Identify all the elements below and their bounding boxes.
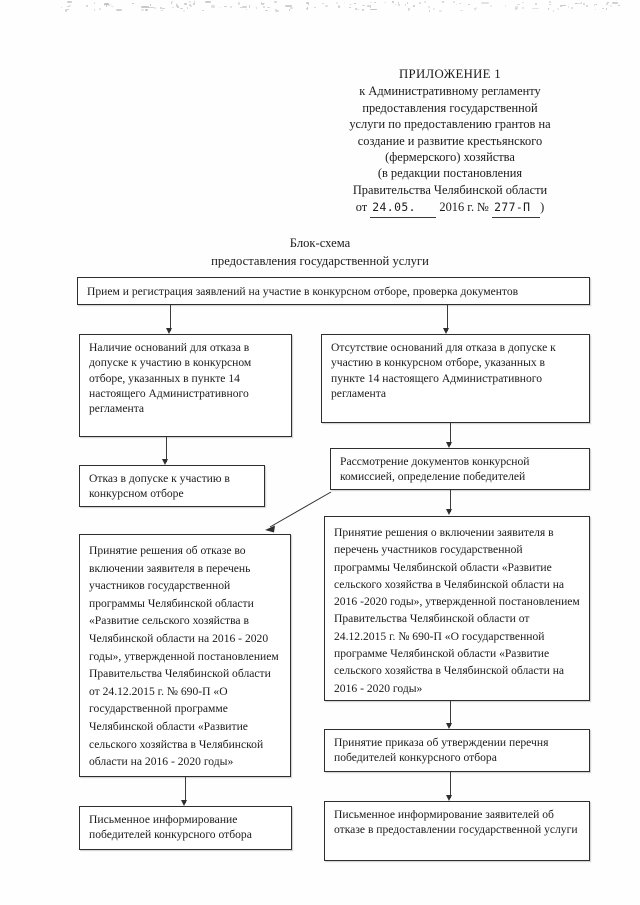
connector-decision-include-to-order <box>450 701 451 726</box>
arrowhead-commission-review <box>446 442 453 448</box>
connector-intake-to-grounds-absent <box>447 305 448 331</box>
arrowhead-order-approval <box>446 723 453 729</box>
decree-dateline: от 24.05. 2016 г. № 277-П) <box>300 199 600 218</box>
node-inform-refusal: Письменное информирование заявителей об … <box>324 801 590 861</box>
connector-intake-to-grounds-present <box>170 305 171 331</box>
appendix-header-line-4: создание и развитие крестьянского <box>357 133 543 148</box>
appendix-header-line-1: к Административному регламенту <box>359 84 541 99</box>
caption-line-1: Блок-схема <box>289 236 351 250</box>
appendix-header-line-2: предоставления государственной <box>362 100 538 115</box>
connector-decision-refuse-to-inform-winners <box>185 777 186 803</box>
dateline-year: 2016 г. № <box>439 200 489 215</box>
node-grounds-present: Наличие оснований для отказа в допуске к… <box>79 334 292 437</box>
node-refusal-admission: Отказ в допуске к участию в конкурсном о… <box>79 465 265 507</box>
caption-line-2: предоставления государственной услуги <box>211 254 429 268</box>
arrowhead-grounds-present <box>166 328 173 334</box>
scan-speckle-band <box>0 0 640 16</box>
scheme-caption: Блок-схема предоставления государственно… <box>120 234 520 270</box>
arrowhead-inform-refusal <box>446 795 453 801</box>
appendix-header: ПРИЛОЖЕНИЕ 1 к Административному регламе… <box>300 66 600 218</box>
node-commission-review: Рассмотрение документов конкурсной комис… <box>330 448 590 490</box>
arrowhead-refusal-admission <box>162 459 169 465</box>
appendix-title: ПРИЛОЖЕНИЕ 1 <box>399 67 501 81</box>
appendix-header-line-3: услуги по предоставлению грантов на <box>349 117 551 132</box>
arrowhead-decision-include <box>446 509 453 515</box>
decree-date-stamp: 24.05. <box>370 199 437 218</box>
connector-order-to-inform-refusal <box>450 772 451 798</box>
node-inform-winners: Письменное информирование победителей ко… <box>79 806 292 850</box>
node-grounds-absent: Отсутствие оснований для отказа в допуск… <box>321 334 590 423</box>
node-decision-include: Принятие решения о включении заявителя в… <box>324 516 590 701</box>
arrowhead-inform-winners <box>181 800 188 806</box>
connector-grounds-present-to-refusal <box>166 437 167 462</box>
dateline-suffix: ) <box>540 200 545 215</box>
node-decision-refuse: Принятие решения об отказе во включении … <box>79 534 291 777</box>
decree-number-stamp: 277-П <box>492 199 541 218</box>
node-order-approval: Принятие приказа об утверждении перечня … <box>324 729 590 772</box>
appendix-header-line-5: (фермерского) хозяйства <box>385 150 515 165</box>
connector-grounds-absent-to-commission <box>450 423 451 445</box>
appendix-header-line-6: (в редакции постановления <box>377 166 523 181</box>
connector-commission-to-decision-include <box>450 490 451 512</box>
arrowhead-grounds-absent <box>443 328 450 334</box>
appendix-header-line-7: Правительства Челябинской области <box>352 182 548 197</box>
node-intake: Прием и регистрация заявлений на участие… <box>77 277 590 305</box>
dateline-prefix: от <box>355 200 368 215</box>
